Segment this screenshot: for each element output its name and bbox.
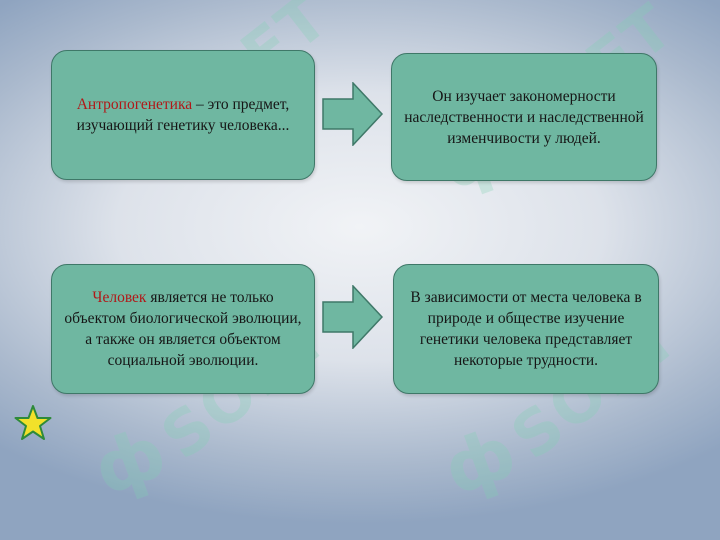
box-anthropogenetics-text: Антропогенетика – это предмет, изучающий… [64, 94, 302, 136]
box-difficulties: В зависимости от места человека в природ… [393, 264, 659, 394]
box-anthropogenetics: Антропогенетика – это предмет, изучающий… [51, 50, 315, 180]
box-human-text: Человек является не только объектом биол… [64, 287, 302, 371]
highlight-term: Человек [92, 289, 147, 306]
highlight-term: Антропогенетика [76, 96, 193, 113]
box-human: Человек является не только объектом биол… [51, 264, 315, 394]
right-arrow-icon [322, 285, 384, 349]
box-study-description-text: Он изучает закономерности наследственнос… [404, 87, 644, 147]
watermark-glyph: ф [433, 410, 527, 512]
star-icon [14, 405, 52, 440]
box-study-description: Он изучает закономерности наследственнос… [391, 53, 657, 181]
right-arrow-icon [322, 82, 384, 146]
box-difficulties-text: В зависимости от места человека в природ… [410, 289, 642, 369]
box-body-text: является не только объектом биологическо… [64, 289, 302, 369]
watermark-glyph: ф [83, 410, 177, 512]
box-body-text: – это предмет, изучающий генетику челове… [76, 96, 290, 134]
